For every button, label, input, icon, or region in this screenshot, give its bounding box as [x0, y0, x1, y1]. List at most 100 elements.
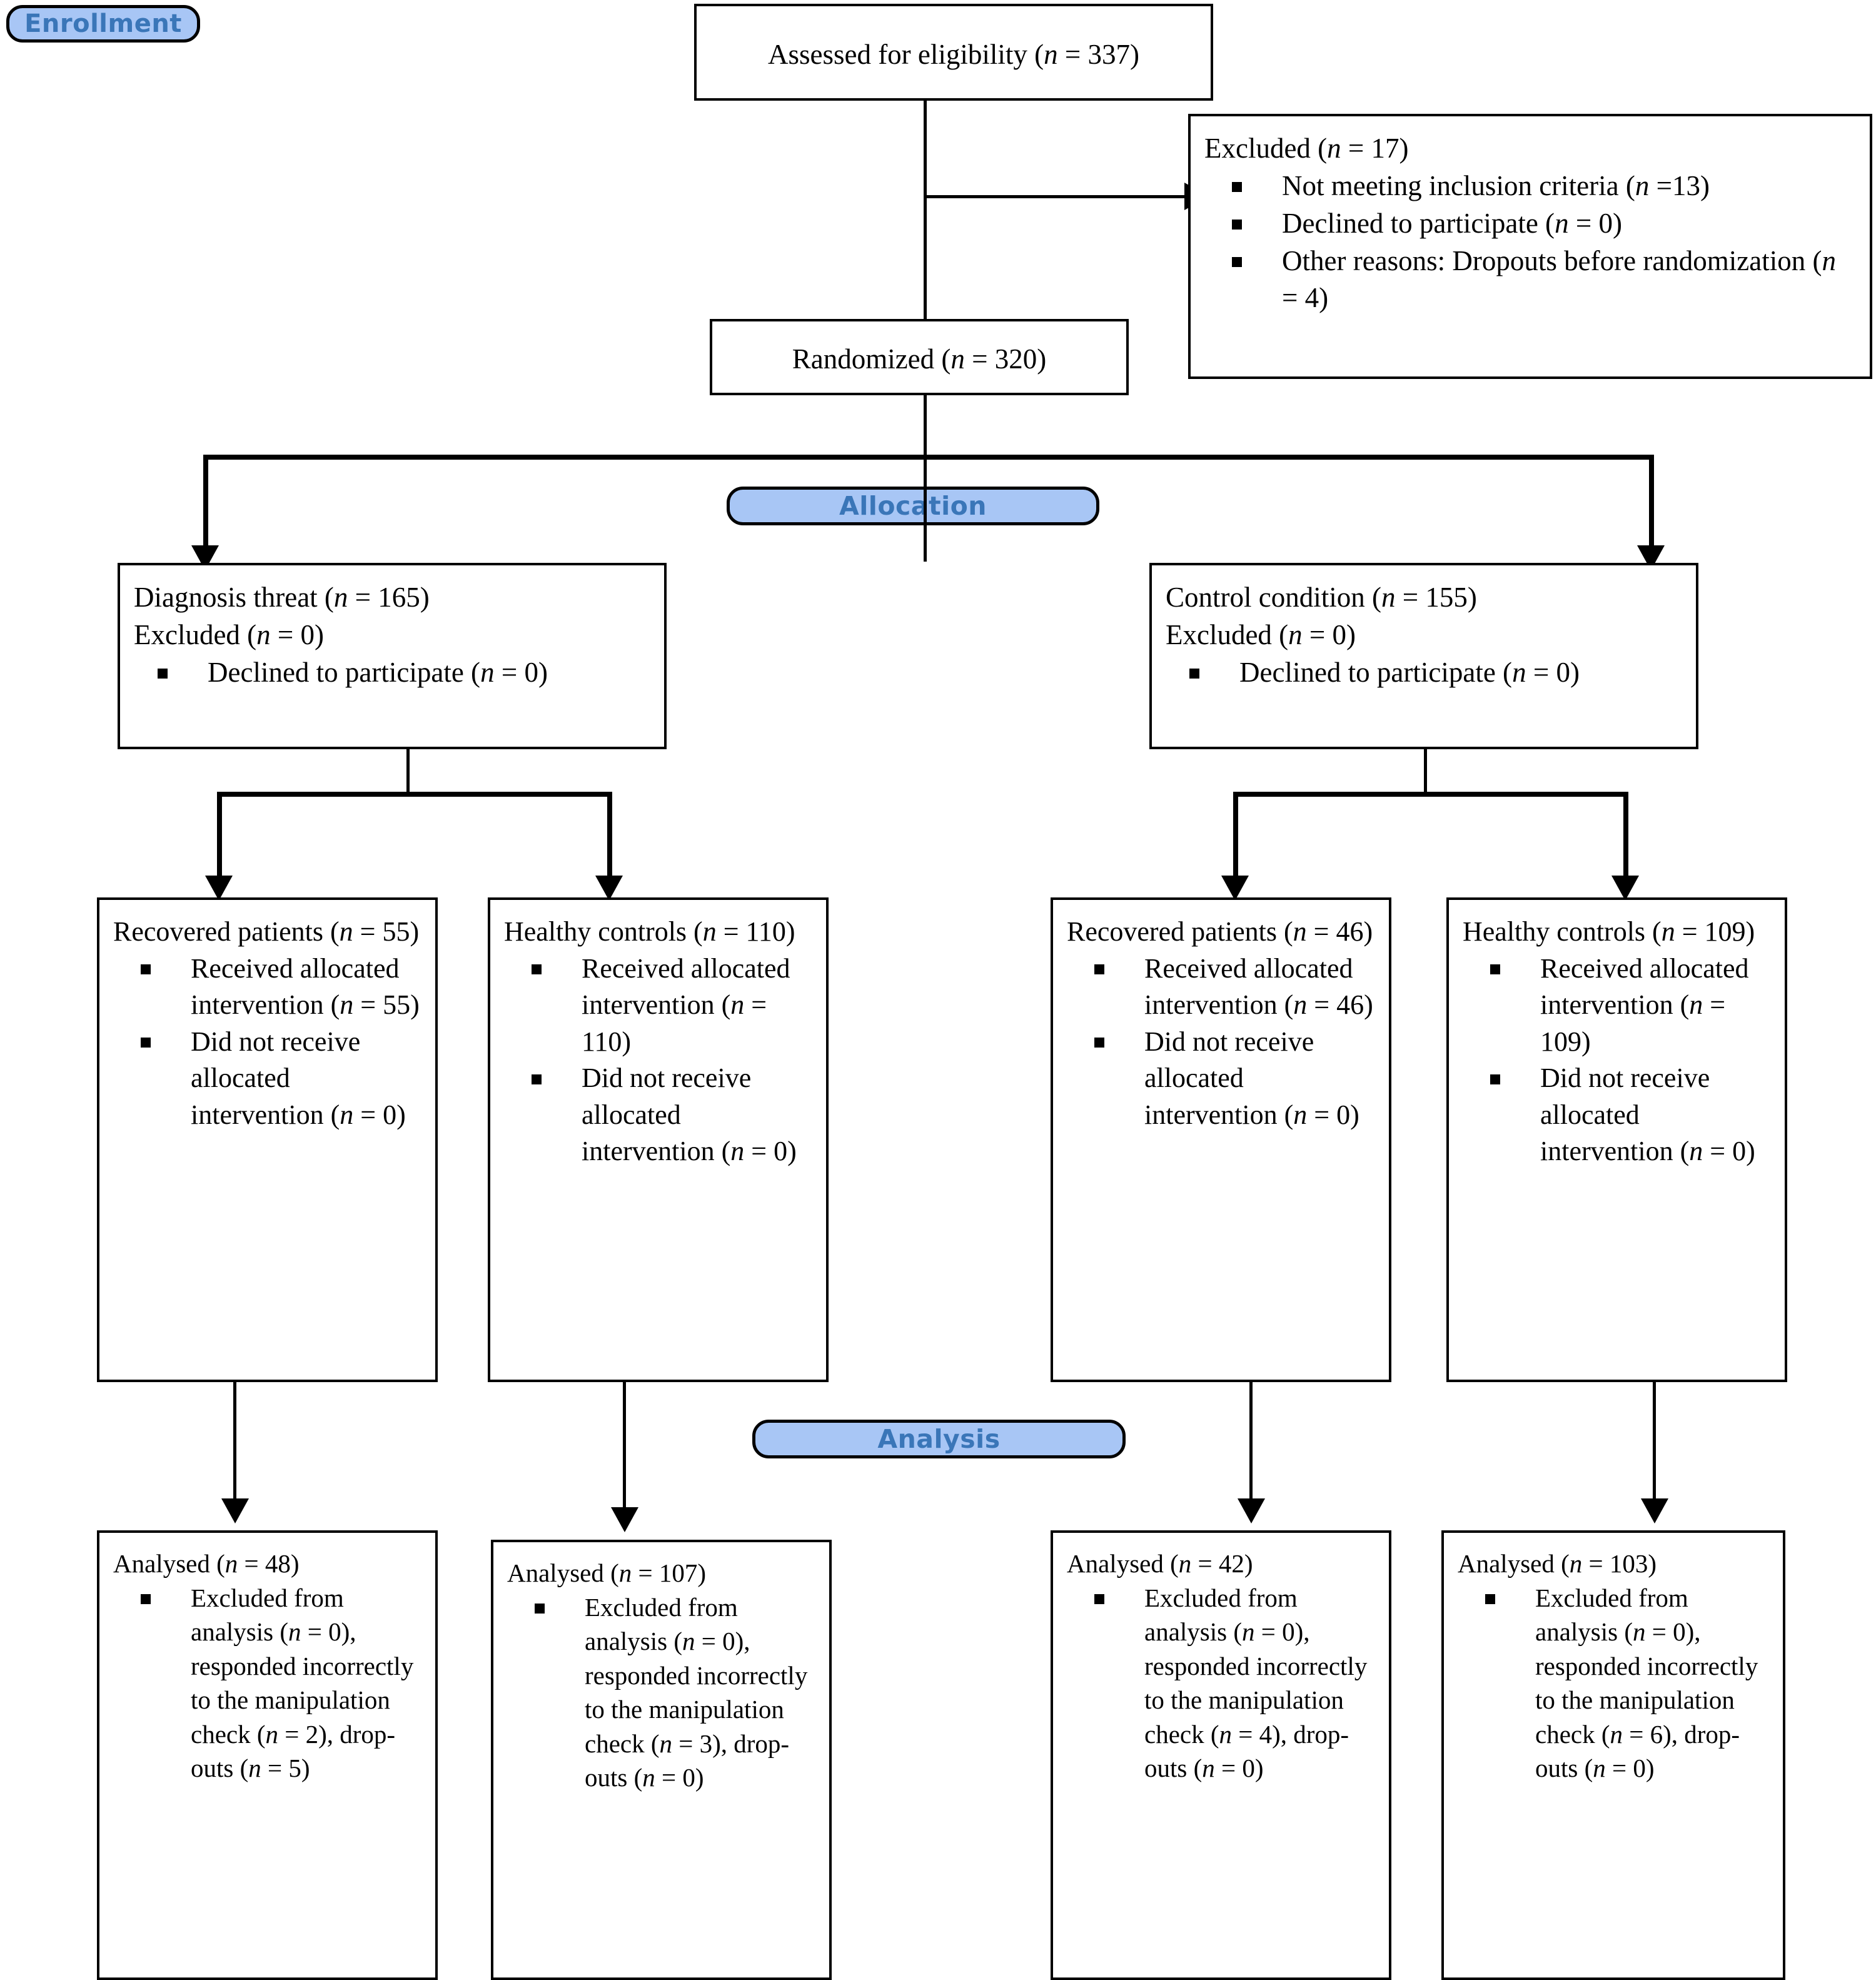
an-4-list: Excluded from analysis (n = 0), responde… [1458, 1581, 1769, 1786]
list-item: Excluded from analysis (n = 0), responde… [1067, 1581, 1375, 1786]
excluded-item-0-post: =13) [1649, 169, 1710, 201]
square-bullet-icon [1490, 964, 1500, 975]
dt-line2-post: = 0) [270, 619, 325, 650]
dt-item-0-italic: n [480, 656, 495, 688]
box-analysed-cc-healthy: Analysed (n = 103) Excluded from analysi… [1441, 1530, 1785, 1980]
an-1-header: Analysed (n = 48) [113, 1547, 421, 1581]
dt-line2-italic: n [256, 619, 271, 650]
assessed-header-pre: Assessed for eligibility ( [767, 38, 1044, 70]
arrow-to-analysed-3-icon [1238, 1498, 1265, 1523]
diagnosis-threat-line1: Diagnosis threat (n = 165) [134, 579, 650, 617]
arrow-to-dt-healthy-icon [595, 876, 623, 901]
an-1-header-pre: Analysed ( [113, 1549, 225, 1578]
an-1-header-post: = 48) [238, 1549, 300, 1578]
arrow-to-dt-recovered-icon [205, 876, 233, 901]
square-bullet-icon [1232, 256, 1242, 267]
assessed-header-italic: n [1044, 38, 1058, 70]
dtr-item-0-italic: n [340, 989, 354, 1021]
square-bullet-icon [1189, 669, 1199, 679]
diagnosis-threat-line2: Excluded (n = 0) [134, 617, 650, 654]
an-3-header-post: = 42) [1191, 1549, 1253, 1578]
list-item: Not meeting inclusion criteria (n =13) [1204, 168, 1856, 205]
control-condition-line2: Excluded (n = 0) [1166, 617, 1682, 654]
connector-an-3 [1249, 1382, 1253, 1506]
an3-post3: = 0) [1214, 1754, 1264, 1783]
dtr-item-0-post: = 55) [353, 989, 420, 1021]
an2-post2: = 3), drop-outs ( [585, 1729, 790, 1792]
an-2-header: Analysed (n = 107) [507, 1556, 815, 1590]
excluded-header: Excluded (n = 17) [1204, 130, 1856, 168]
an3-post: = 0), responded incorrectly to the manip… [1144, 1617, 1368, 1749]
list-item: Did not receive allocated intervention (… [1463, 1060, 1771, 1170]
connector-allocation-left-drop [203, 455, 208, 555]
excluded-header-post: = 17) [1341, 133, 1409, 164]
stage-banner-allocation: Allocation [727, 487, 1099, 525]
an1-i3: n [248, 1754, 261, 1783]
connector-dt-left-drop [217, 792, 222, 884]
randomized-header-pre: Randomized ( [792, 343, 951, 375]
randomized-header-post: = 320) [964, 343, 1047, 375]
cc-item-0-post: = 0) [1526, 656, 1580, 688]
an2-i2: n [659, 1729, 673, 1758]
excluded-item-0-pre: Not meeting inclusion criteria ( [1282, 169, 1635, 201]
box-randomized: Randomized (n = 320) [710, 319, 1129, 395]
list-item: Did not receive allocated intervention (… [1067, 1024, 1375, 1134]
an1-pre: Excluded from analysis ( [191, 1583, 344, 1647]
an2-i1: n [682, 1627, 695, 1656]
an-2-list: Excluded from analysis (n = 0), responde… [507, 1590, 815, 1795]
box-cc-recovered-patients: Recovered patients (n = 46) Received all… [1051, 897, 1391, 1382]
dtr-item-1-post: = 0) [353, 1099, 406, 1130]
an-1-header-italic: n [224, 1549, 238, 1578]
dt-healthy-header: Healthy controls (n = 110) [504, 914, 812, 951]
cc-recovered-header-pre: Recovered patients ( [1067, 916, 1293, 947]
ccr-item-1-italic: n [1293, 1099, 1308, 1130]
an-2-header-italic: n [618, 1558, 632, 1587]
an1-post2: = 2), drop-outs ( [191, 1719, 396, 1783]
cc-recovered-header-italic: n [1293, 916, 1307, 947]
excluded-header-pre: Excluded ( [1204, 133, 1328, 164]
list-item: Did not receive allocated intervention (… [113, 1024, 421, 1134]
excluded-item-2-pre: Other reasons: Dropouts before randomiza… [1282, 245, 1822, 276]
dth-item-1-italic: n [730, 1136, 745, 1167]
dt-recovered-list: Received allocated intervention (n = 55)… [113, 951, 421, 1134]
an4-i2: n [1610, 1719, 1623, 1749]
arrow-to-analysed-1-icon [221, 1498, 249, 1523]
box-cc-healthy-controls: Healthy controls (n = 109) Received allo… [1446, 897, 1787, 1382]
arrow-to-cc-recovered-icon [1221, 876, 1249, 901]
list-item: Received allocated intervention (n = 110… [504, 951, 812, 1061]
an3-i3: n [1202, 1754, 1215, 1783]
stage-banner-enrollment: Enrollment [6, 5, 200, 43]
stage-banner-analysis-label: Analysis [877, 1424, 1001, 1454]
an-2-header-post: = 107) [632, 1558, 707, 1587]
connector-cc-left-drop [1233, 792, 1238, 884]
an4-post3: = 0) [1605, 1754, 1655, 1783]
excluded-item-1-pre: Declined to participate ( [1282, 207, 1555, 239]
an-4-header-italic: n [1569, 1549, 1583, 1578]
an1-post3: = 5) [261, 1754, 310, 1783]
an3-pre: Excluded from analysis ( [1144, 1583, 1298, 1647]
an2-post3: = 0) [655, 1763, 704, 1792]
list-item: Received allocated intervention (n = 46) [1067, 951, 1375, 1024]
an1-i2: n [265, 1719, 279, 1749]
an1-i1: n [288, 1617, 301, 1647]
an3-post2: = 4), drop-outs ( [1144, 1719, 1349, 1783]
connector-allocation-split-bar [203, 455, 1654, 460]
dt-healthy-header-post: = 110) [716, 916, 795, 947]
square-bullet-icon [1232, 182, 1242, 193]
list-item: Excluded from analysis (n = 0), responde… [1458, 1581, 1769, 1786]
an3-i1: n [1242, 1617, 1255, 1647]
square-bullet-icon [1485, 1594, 1495, 1604]
square-bullet-icon [532, 964, 542, 975]
square-bullet-icon [141, 1594, 151, 1604]
cc-healthy-header: Healthy controls (n = 109) [1463, 914, 1771, 951]
dt-item-0-post: = 0) [494, 656, 548, 688]
excluded-item-0-italic: n [1635, 169, 1650, 201]
cc-line2-post: = 0) [1302, 619, 1356, 650]
connector-an-1 [233, 1382, 236, 1506]
square-bullet-icon [1232, 220, 1242, 230]
square-bullet-icon [141, 1038, 151, 1048]
connector-allocation-right-drop [1649, 455, 1654, 555]
cc-healthy-header-pre: Healthy controls ( [1463, 916, 1662, 947]
dt-line1-post: = 165) [348, 582, 430, 613]
